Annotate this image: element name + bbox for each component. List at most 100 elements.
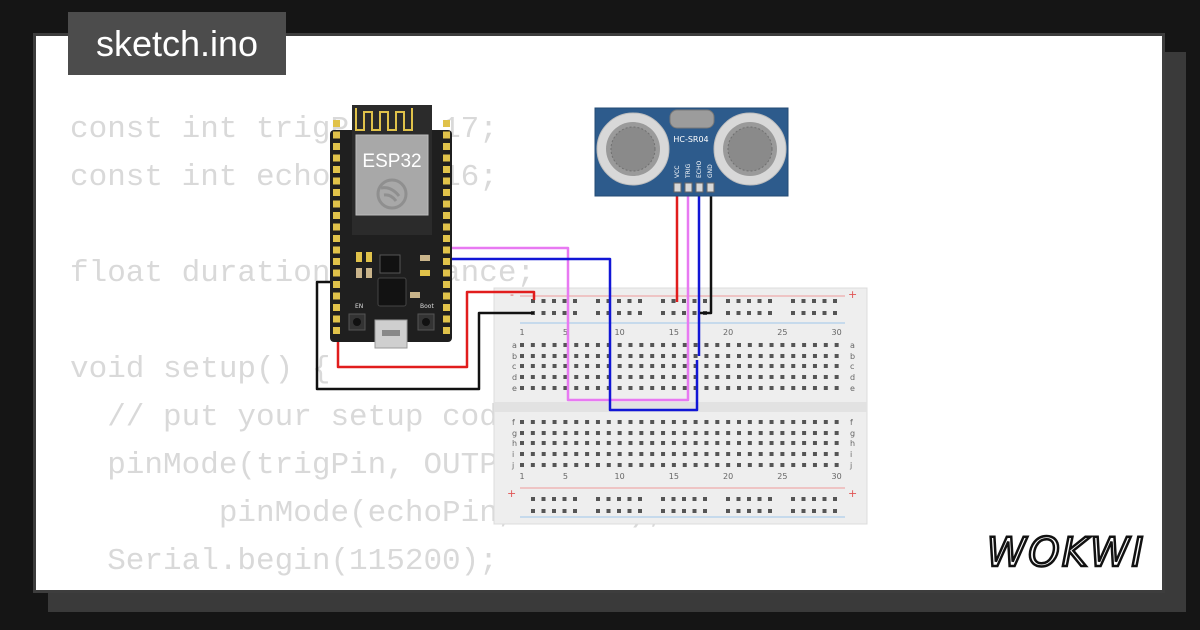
breadboard-hole (682, 386, 687, 390)
breadboard-hole (769, 364, 774, 368)
breadboard-hole (791, 431, 796, 435)
breadboard-hole (692, 497, 697, 501)
breadboard-hole (834, 420, 839, 424)
sketch-filename[interactable]: sketch.ino (68, 12, 286, 75)
breadboard-hole (747, 420, 752, 424)
breadboard-hole (780, 364, 785, 368)
sensor-pin-header (706, 182, 715, 193)
sensor-pin-header (684, 182, 693, 193)
breadboard-hole (617, 509, 621, 513)
column-number: 20 (723, 472, 733, 481)
breadboard-hole (736, 509, 741, 513)
breadboard-hole (726, 452, 731, 456)
breadboard-hole (563, 431, 568, 435)
esp32-pin (443, 235, 450, 242)
breadboard-hole (682, 364, 687, 368)
breadboard-hole (596, 509, 600, 513)
breadboard-hole (606, 311, 611, 315)
esp32-pin (333, 166, 340, 173)
breadboard-hole (758, 441, 763, 445)
breadboard-hole (693, 452, 698, 456)
breadboard-hole (520, 386, 524, 390)
breadboard-hole (520, 375, 524, 379)
breadboard-hole (802, 420, 807, 424)
breadboard-hole (682, 509, 686, 513)
esp32-pin (333, 212, 340, 219)
breadboard-hole (715, 386, 720, 390)
breadboard-hole (650, 452, 655, 456)
breadboard-hole (758, 420, 763, 424)
column-number: 30 (832, 472, 842, 481)
breadboard-hole (791, 354, 796, 358)
breadboard-hole (682, 463, 687, 467)
breadboard-hole (552, 375, 557, 379)
breadboard-hole (747, 386, 752, 390)
breadboard-hole (726, 463, 731, 467)
breadboard-hole (834, 386, 839, 390)
breadboard-hole (595, 420, 600, 424)
breadboard-hole (693, 375, 698, 379)
breadboard-hole (737, 386, 741, 390)
breadboard-hole (552, 386, 557, 390)
wire-trig (443, 246, 690, 402)
breadboard-hole (834, 452, 839, 456)
breadboard-hole (791, 311, 795, 315)
breadboard-hole (758, 463, 763, 467)
esp32-pin (333, 189, 340, 196)
breadboard-hole (617, 375, 622, 379)
breadboard-hole (617, 463, 622, 467)
breadboard-hole (574, 364, 579, 368)
breadboard-hole (563, 364, 568, 368)
esp32-pin (443, 304, 450, 311)
esp32-pin (443, 177, 450, 185)
breadboard-hole (747, 364, 752, 368)
breadboard-hole (661, 452, 666, 456)
breadboard-hole (802, 386, 807, 390)
breadboard-hole (747, 509, 751, 513)
breadboard-hole (530, 452, 535, 456)
breadboard-hole (737, 354, 741, 358)
breadboard-hole (757, 311, 762, 315)
breadboard-hole (737, 452, 741, 456)
breadboard-hole (595, 452, 600, 456)
breadboard-hole (737, 441, 741, 445)
breadboard-hole (823, 431, 828, 435)
breadboard-hole (617, 299, 621, 303)
breadboard-hole (822, 497, 827, 501)
breadboard-hole (552, 354, 557, 358)
row-letter: h (850, 439, 855, 448)
breadboard-hole (541, 311, 546, 315)
breadboard-hole (823, 375, 828, 379)
breadboard-hole (726, 386, 731, 390)
breadboard-hole (627, 299, 632, 303)
breadboard-hole (541, 497, 546, 501)
row-letter: d (512, 373, 517, 382)
breadboard-hole (802, 463, 807, 467)
esp32-board[interactable]: ESP32 EN Boot (330, 105, 452, 349)
breadboard-hole (574, 452, 579, 456)
esp32-pin (443, 223, 450, 231)
breadboard-hole (834, 364, 839, 368)
wire-gnd-esp (315, 280, 534, 391)
breadboard-hole (682, 343, 687, 347)
esp32-pin (443, 189, 450, 196)
code-line: void setup() { (70, 352, 331, 387)
breadboard-hole (628, 431, 633, 435)
breadboard-hole (715, 452, 720, 456)
breadboard-hole (520, 420, 524, 424)
breadboard-hole (671, 343, 676, 347)
breadboard-hole (671, 299, 676, 303)
breadboard-hole (726, 311, 730, 315)
breadboard-hole (563, 386, 568, 390)
breadboard-hole (585, 431, 590, 435)
breadboard-hole (639, 375, 644, 379)
breadboard-hole (595, 463, 600, 467)
breadboard-hole (606, 441, 611, 445)
breadboard-hole (520, 463, 524, 467)
breadboard-hole (802, 375, 807, 379)
breadboard-hole (693, 441, 698, 445)
column-number: 10 (615, 472, 625, 481)
breadboard-hole (791, 452, 796, 456)
breadboard-hole (562, 509, 567, 513)
